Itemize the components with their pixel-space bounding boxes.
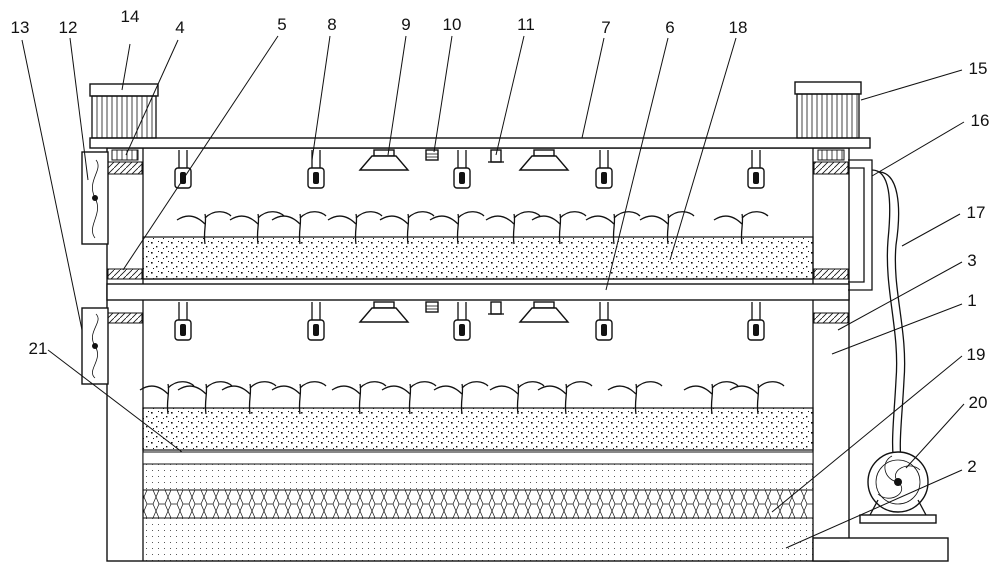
seedling-upper-10 <box>713 211 769 245</box>
motor-left <box>89 83 159 139</box>
clip-upper-4 <box>747 150 765 189</box>
seedling-upper-7 <box>531 211 587 245</box>
sensor-upper <box>488 149 504 163</box>
clip-lower-3 <box>595 302 613 341</box>
clip-upper-2 <box>453 150 471 189</box>
seedling-lower-1 <box>177 381 233 415</box>
seedling-lower-5 <box>381 381 437 415</box>
lamp-a-upper <box>358 149 410 171</box>
label-11: 11 <box>517 15 535 34</box>
upper-tray <box>142 236 814 280</box>
lamp-b-upper <box>518 149 570 171</box>
label-5: 5 <box>277 15 286 34</box>
label-17: 17 <box>967 203 986 222</box>
label-6: 6 <box>665 18 674 37</box>
label-13: 13 <box>11 18 30 37</box>
seedling-upper-8 <box>585 211 641 245</box>
seedling-lower-4 <box>331 381 387 415</box>
fan-lower <box>81 307 109 385</box>
label-8: 8 <box>327 15 336 34</box>
label-3: 3 <box>967 251 976 270</box>
seedling-lower-11 <box>729 381 785 415</box>
clip-lower-0 <box>174 302 192 341</box>
top-cover-plate <box>89 137 871 149</box>
seedling-upper-6 <box>485 211 541 245</box>
label-12: 12 <box>59 18 78 37</box>
leader-lines <box>21 35 965 549</box>
seedlings <box>139 211 785 415</box>
seedling-upper-2 <box>271 211 327 245</box>
clip-upper-1 <box>307 150 325 189</box>
lamp-a-lower <box>358 301 410 323</box>
label-14: 14 <box>121 7 140 26</box>
label-20: 20 <box>969 393 988 412</box>
label-15: 15 <box>969 59 988 78</box>
seedling-upper-3 <box>327 211 383 245</box>
label-7: 7 <box>601 18 610 37</box>
seedling-lower-7 <box>489 381 545 415</box>
seedling-upper-1 <box>229 211 285 245</box>
seedling-lower-6 <box>433 381 489 415</box>
label-19: 19 <box>967 345 986 364</box>
lamp-b-lower <box>518 301 570 323</box>
spring-left <box>111 149 139 161</box>
ceiling-fixtures <box>174 149 765 341</box>
support-blocks <box>107 161 849 324</box>
seedling-lower-2 <box>221 381 277 415</box>
clip-upper-3 <box>595 150 613 189</box>
middle-shelf <box>106 283 850 301</box>
spring-right <box>817 149 845 161</box>
label-21: 21 <box>29 339 48 358</box>
seedling-lower-9 <box>607 381 663 415</box>
sprayer-lower <box>425 301 439 313</box>
base-plate <box>812 537 949 562</box>
lower-tray <box>142 407 814 451</box>
seedling-upper-9 <box>639 211 695 245</box>
motor-right <box>794 81 862 139</box>
callout-labels: 14 13 12 4 5 8 9 10 11 7 6 18 15 16 17 3… <box>11 7 990 476</box>
pump <box>859 451 937 524</box>
label-10: 10 <box>443 15 462 34</box>
seedling-lower-8 <box>537 381 593 415</box>
label-2: 2 <box>967 457 976 476</box>
seedling-upper-4 <box>379 211 435 245</box>
label-4: 4 <box>175 18 184 37</box>
clip-lower-1 <box>307 302 325 341</box>
sensor-lower <box>488 301 504 315</box>
seedling-lower-3 <box>271 381 327 415</box>
water-pipe <box>848 159 906 471</box>
label-18: 18 <box>729 18 748 37</box>
clip-lower-4 <box>747 302 765 341</box>
label-1: 1 <box>967 291 976 310</box>
label-9: 9 <box>401 15 410 34</box>
filter-layers <box>142 451 814 562</box>
seedling-lower-10 <box>683 381 739 415</box>
label-16: 16 <box>971 111 990 130</box>
seedling-lower-0 <box>139 381 195 415</box>
seedling-upper-5 <box>429 211 485 245</box>
sprayer-upper <box>425 149 439 161</box>
clip-lower-2 <box>453 302 471 341</box>
seedling-upper-0 <box>176 211 232 245</box>
